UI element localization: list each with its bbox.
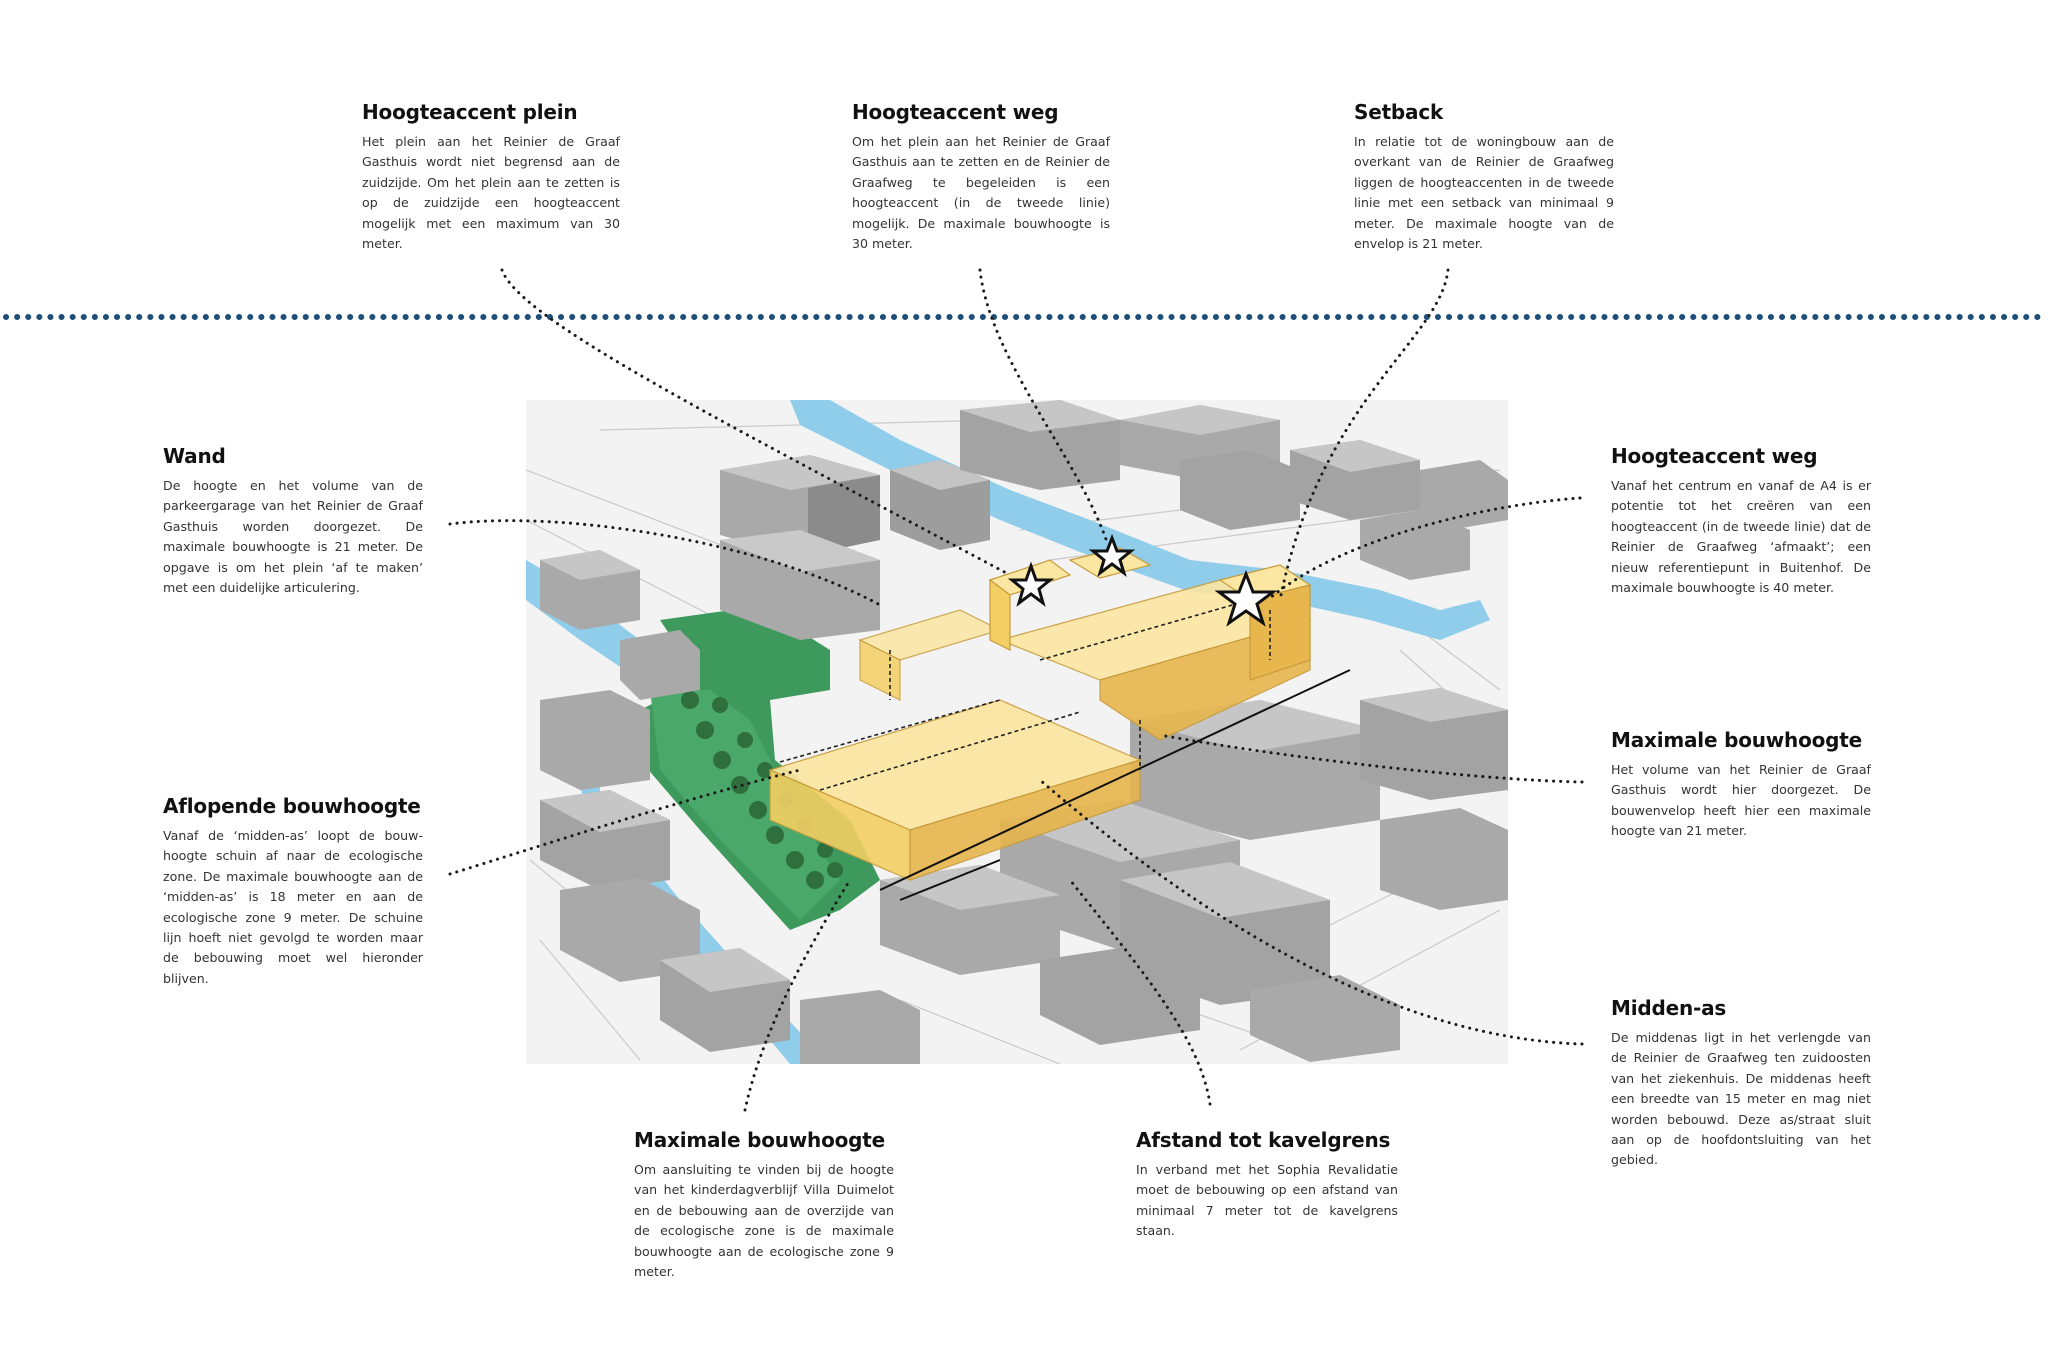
note-text: De hoogte en het volume van de parkeerga…: [163, 478, 423, 596]
note-wand: Wand De hoogte en het volume van de park…: [163, 444, 423, 598]
leader-lines: [448, 268, 1584, 1112]
leader-wand: [448, 519, 882, 607]
note-text: De middenas ligt in het verlengde van de…: [1611, 1030, 1871, 1168]
note-afstand-tot-kavelgrens: Afstand tot kavelgrens In verband met he…: [1136, 1128, 1398, 1242]
leader-maximale-bouwhoogte-bottom: [743, 878, 852, 1112]
leader-hoogteaccent-plein: [500, 268, 1012, 577]
height-accent-star-2: [1088, 533, 1136, 577]
note-hoogteaccent-weg-right: Hoogteaccent weg Vanaf het centrum en va…: [1611, 444, 1871, 598]
leader-hoogteaccent-weg-top: [978, 268, 1110, 547]
note-maximale-bouwhoogte-right: Maximale bouwhoogte Het volume van het R…: [1611, 728, 1871, 842]
note-title: Maximale bouwhoogte: [634, 1128, 886, 1152]
site-axonometric: [526, 400, 1508, 1064]
leader-midden-as: [1038, 778, 1584, 1046]
note-title: Setback: [1354, 100, 1444, 124]
note-title: Midden-as: [1611, 996, 1727, 1020]
note-text: Vanaf het centrum en vanaf de A4 is er p…: [1611, 478, 1871, 596]
plot-boundary: [879, 669, 1351, 901]
note-title: Maximale bouwhoogte: [1611, 728, 1863, 752]
dimension-arrows: [779, 599, 1271, 791]
note-text: Het plein aan het Reinier de Graaf Gasth…: [362, 134, 620, 252]
leader-maximale-bouwhoogte-right: [1158, 733, 1584, 784]
canal-north: [790, 400, 1490, 640]
note-text: Om aansluiting te vinden bij de hoogte v…: [634, 1162, 894, 1280]
note-setback: Setback In relatie tot de woningbouw aan…: [1354, 100, 1614, 254]
note-text: In verband met het Sophia Revalidatie mo…: [1136, 1162, 1398, 1239]
note-hoogteaccent-plein: Hoogteaccent plein Het plein aan het Rei…: [362, 100, 620, 254]
leader-afstand-tot-kavelgrens: [1068, 878, 1212, 1106]
note-title: Wand: [163, 444, 226, 468]
height-accent-star-3: [1214, 569, 1278, 627]
note-maximale-bouwhoogte-bottom: Maximale bouwhoogte Om aansluiting te vi…: [634, 1128, 894, 1282]
note-aflopende-bouwhoogte: Aflopende bouwhoogte Vanaf de ‘midden-as…: [163, 794, 423, 989]
note-title: Hoogteaccent plein: [362, 100, 578, 124]
note-text: Vanaf de ‘midden-as’ loopt de bouw-hoogt…: [163, 828, 423, 986]
height-accent-star-1: [1007, 561, 1055, 607]
leader-setback: [1278, 268, 1450, 602]
leader-hoogteaccent-weg-right: [1268, 496, 1582, 600]
note-midden-as: Midden-as De middenas ligt in het verlen…: [1611, 996, 1871, 1171]
note-title: Hoogteaccent weg: [852, 100, 1059, 124]
note-hoogteaccent-weg-top: Hoogteaccent weg Om het plein aan het Re…: [852, 100, 1110, 254]
note-title: Afstand tot kavelgrens: [1136, 1128, 1391, 1152]
context-buildings: [540, 400, 1508, 1064]
note-text: In relatie tot de woningbouw aan de over…: [1354, 134, 1614, 252]
note-text: Het volume van het Reinier de Graaf Gast…: [1611, 762, 1871, 839]
note-title: Hoogteaccent weg: [1611, 444, 1818, 468]
note-text: Om het plein aan het Reinier de Graaf Ga…: [852, 134, 1110, 252]
note-title: Aflopende bouwhoogte: [163, 794, 421, 818]
